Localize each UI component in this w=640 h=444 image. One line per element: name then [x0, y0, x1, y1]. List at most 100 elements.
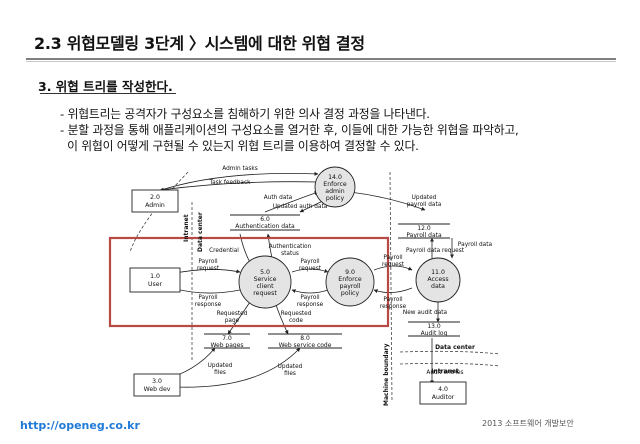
flow-label: New audit data — [403, 310, 448, 316]
process-9 — [325, 257, 375, 307]
process-label: request — [253, 290, 277, 297]
flow-label: Payroll data request — [406, 248, 465, 254]
process-label: data — [431, 283, 445, 290]
store-label: Audit log — [421, 330, 448, 337]
boundary-label-datacenter: Data center — [435, 344, 475, 351]
flow-label: Payroll — [383, 255, 403, 261]
flow-label: Payroll — [383, 297, 403, 303]
flow-updated-payroll — [349, 191, 426, 211]
entity-label: 3.0 — [152, 378, 162, 385]
store-label: Authentication data — [235, 223, 295, 230]
bullet-item: 이 위협이 어떻게 구현될 수 있는지 위협 트리를 이용하여 결정할 수 있다… — [60, 139, 419, 153]
process-11 — [415, 257, 461, 303]
flow-payroll-req-access — [373, 265, 413, 271]
flow-label: Payroll — [198, 259, 218, 265]
entity-label: 4.0 — [438, 386, 448, 393]
entity-admin — [131, 189, 179, 213]
boundary-label-machine: Machine boundary — [383, 343, 390, 406]
boundary-intranet-right — [399, 362, 501, 367]
entity-auditor — [419, 381, 467, 405]
process-label: admin — [325, 188, 344, 195]
process-5 — [238, 255, 292, 309]
highlight-box — [108, 236, 390, 328]
footer-url[interactable]: http://openeg.co.kr — [20, 419, 140, 432]
title-divider — [26, 58, 616, 60]
entity-user — [129, 267, 181, 293]
process-label: 5.0 — [260, 269, 270, 276]
entity-label: 1.0 — [150, 273, 160, 280]
flow-label: Credential — [209, 248, 239, 254]
flow-label: Payroll — [300, 259, 320, 265]
boundary-datacenter — [399, 350, 501, 355]
bullet-list: - 위협트리는 공격자가 구성요소를 침해하기 위한 의사 결정 과정을 나타낸… — [60, 106, 519, 154]
store-label: 7.0 — [222, 335, 232, 342]
boundary-label-datacenter-v: Data center — [197, 212, 204, 252]
entity-label: Admin — [145, 202, 165, 209]
flow-label: response — [380, 304, 407, 310]
store-label: Payroll data — [406, 232, 442, 239]
store-label: Web pages — [210, 342, 243, 349]
process-label: Enforce — [338, 276, 362, 283]
bullet-item: - 위협트리는 공격자가 구성요소를 침해하기 위한 의사 결정 과정을 나타낸… — [60, 107, 430, 121]
process-label: client — [257, 283, 275, 290]
process-label: policy — [341, 290, 360, 297]
flow-payroll-resp-enf — [291, 289, 329, 294]
process-label: Enforce — [323, 181, 347, 188]
flow-label: Payroll — [300, 295, 320, 301]
entity-label: Auditor — [432, 394, 455, 401]
process-label: policy — [326, 195, 345, 202]
slide-title: 2.3 위협모델링 3단계 〉시스템에 대한 위협 결정 — [34, 34, 365, 53]
store-label: 8.0 — [300, 335, 310, 342]
flow-label: Requested — [281, 311, 312, 317]
boundary-label-intranet-right: Intranet — [431, 368, 459, 375]
process-label: 11.0 — [431, 269, 445, 276]
data-flow-diagram: 14.0 Enforce admin policy 5.0 Service cl… — [108, 166, 501, 406]
flow-label: code — [289, 318, 303, 324]
boundary-arc-left — [129, 171, 189, 253]
process-label: 9.0 — [345, 269, 355, 276]
process-label: Access — [427, 276, 448, 283]
flow-label: Requested — [217, 311, 248, 317]
process-label: Service — [254, 276, 277, 283]
flow-req-page — [227, 301, 251, 335]
entity-label: 2.0 — [150, 194, 160, 201]
flow-label: status — [281, 251, 299, 257]
flow-label: response — [195, 302, 222, 308]
flow-label: Payroll data — [458, 242, 493, 248]
flow-updated-files-2 — [174, 347, 301, 388]
process-label: 14.0 — [328, 174, 342, 181]
flow-label: Updated — [208, 363, 233, 369]
subheading: 3. 위협 트리를 작성한다. — [38, 79, 173, 94]
flow-auth-data — [264, 191, 319, 213]
flow-label: Payroll — [198, 295, 218, 301]
store-label: 6.0 — [260, 216, 270, 223]
flow-req-code — [274, 301, 289, 335]
store-label: Web service code — [279, 342, 332, 349]
flow-task-feedback — [159, 181, 319, 192]
flow-label: Auth data — [264, 195, 293, 201]
footer-copyright: 2013 소프트웨어 개발보안 — [482, 419, 574, 428]
boundary-machine — [389, 171, 393, 403]
entity-webdev — [133, 373, 181, 397]
process-14 — [314, 166, 356, 208]
flow-admin-tasks — [154, 171, 319, 193]
flow-label: files — [284, 371, 296, 377]
flow-label: page — [225, 318, 240, 324]
flow-label: Authentication — [269, 244, 312, 250]
title-divider-shadow — [26, 61, 616, 62]
flow-label: Updated — [278, 364, 303, 370]
flow-label: files — [214, 370, 226, 376]
flow-payroll-resp-access — [373, 287, 413, 294]
flow-label: Updated auth data — [273, 204, 328, 210]
store-label: 13.0 — [427, 323, 441, 330]
store-label: 12.0 — [417, 225, 431, 232]
bullet-item: - 분할 과정을 통해 애플리케이션의 구성요소를 열거한 후, 이들에 대한 … — [60, 123, 519, 137]
subheading-underline — [40, 93, 176, 94]
flow-label: Audit entries — [426, 370, 463, 376]
entity-label: Web dev — [144, 386, 171, 393]
flow-payroll-resp-user — [171, 287, 241, 294]
flow-label: request — [197, 266, 220, 272]
process-label: payroll — [339, 283, 360, 290]
flow-label: payroll data — [407, 202, 442, 208]
